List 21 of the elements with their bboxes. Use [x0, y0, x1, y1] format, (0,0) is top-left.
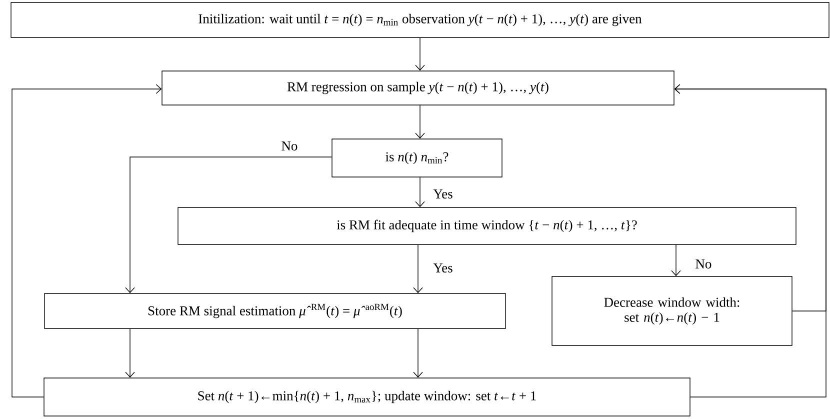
arrow [674, 84, 826, 398]
edge-label: Yes [432, 262, 454, 274]
arrow [671, 244, 681, 276]
arrow [413, 244, 423, 294]
arrow [125, 328, 135, 378]
edge-label: No [694, 258, 713, 270]
arrow [415, 38, 425, 71]
process-box: Store RM signal estimation μ̂$^{RM}$(t) = μ̂$^{aoRM}$(t) [44, 293, 506, 329]
arrow [415, 177, 425, 208]
process-box: Set n(t + 1)←min{n(t) + 1, n$_{max}$}; update window: set t←t + 1 [44, 378, 690, 416]
process-box: Initilization: wait until t = n(t) = n$_{min}$ observation y(t − n(t) + 1), …, y(t) are given [10, 2, 830, 38]
edge-label: No [280, 140, 299, 152]
edge-label: Yes [432, 188, 454, 200]
process-box: is RM fit adequate in time window {t − n(t) + 1, …, t}? [178, 207, 796, 245]
process-box: Decrease window width: set n(t)←n(t) − 1 [552, 276, 792, 346]
process-box: is n(t) n$_{min}$? [332, 138, 502, 178]
process-box: RM regression on sample y(t − n(t) + 1), …, y(t) [162, 70, 674, 106]
arrow [415, 105, 425, 139]
arrow [125, 156, 332, 294]
arrow [413, 328, 423, 378]
arrow [12, 84, 162, 398]
